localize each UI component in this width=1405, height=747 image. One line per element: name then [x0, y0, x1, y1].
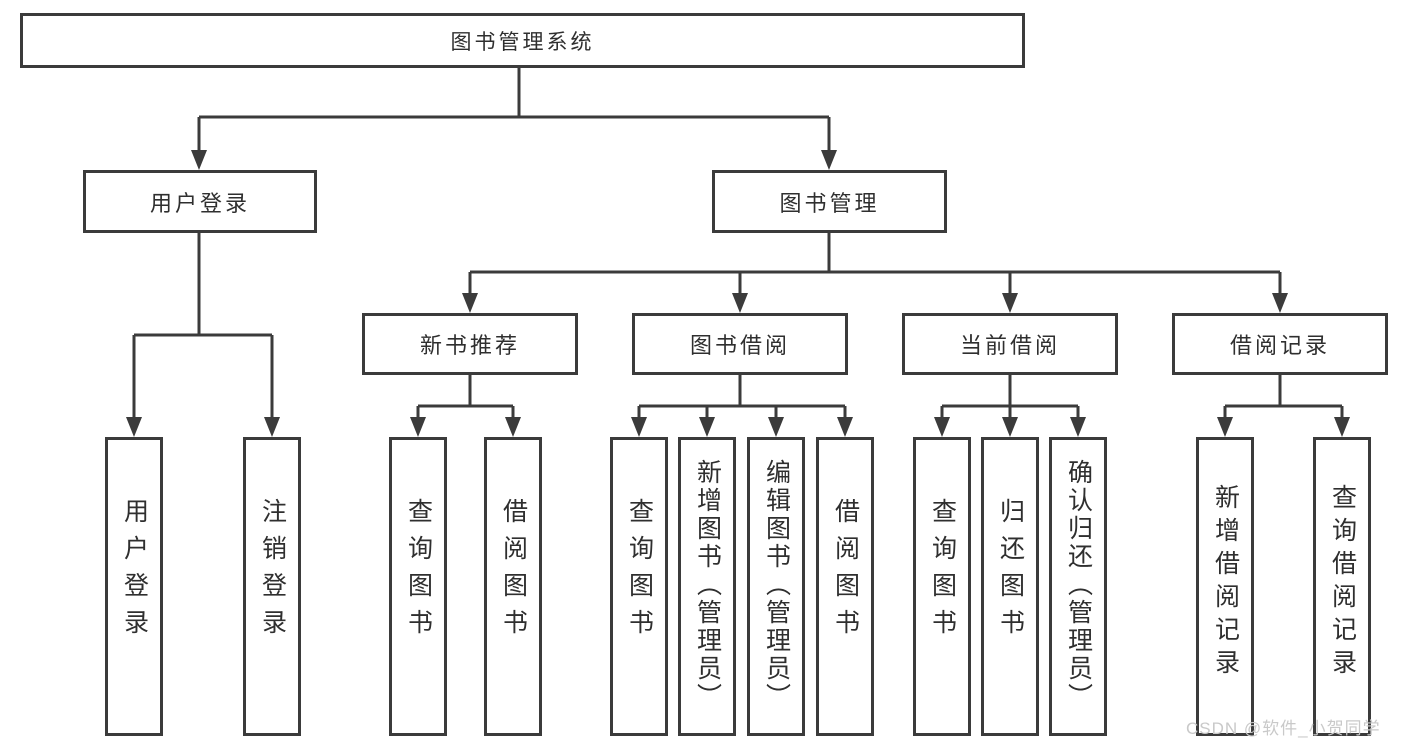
arrowhead-icon: [126, 417, 142, 437]
arrowhead-icon: [1070, 417, 1086, 437]
node-leaf-edit-books-admin: 编辑图书（管理员）: [747, 437, 805, 736]
node-borrowing-records-label: 借阅记录: [1229, 333, 1330, 358]
node-leaf-user-login: 用户登录: [105, 437, 163, 736]
node-leaf-query-borrow-record: 查询借阅记录: [1313, 437, 1371, 736]
node-leaf-query-books-2: 查询图书: [610, 437, 668, 736]
arrowhead-icon: [410, 417, 426, 437]
node-leaf-confirm-return-admin: 确认归还（管理员）: [1049, 437, 1107, 736]
node-leaf-return-books: 归还图书: [981, 437, 1039, 736]
node-leaf-add-borrow-record-label: 新增借阅记录: [1211, 483, 1240, 682]
arrowhead-icon: [1002, 417, 1018, 437]
node-leaf-query-books-1-label: 查询图书: [404, 497, 433, 646]
arrowhead-icon: [934, 417, 950, 437]
node-leaf-query-books-3-label: 查询图书: [928, 497, 957, 646]
connector-book-borrowing-group: [631, 375, 853, 437]
node-leaf-confirm-return-admin-label: 确认归还（管理员）: [1064, 459, 1093, 711]
connector-book-management-to-level3: [462, 233, 1288, 313]
node-user-login: 用户登录: [83, 170, 317, 233]
node-leaf-borrow-books-1: 借阅图书: [484, 437, 542, 736]
arrowhead-icon: [1334, 417, 1350, 437]
node-leaf-query-borrow-record-label: 查询借阅记录: [1328, 483, 1357, 682]
node-book-management-label: 图书管理: [779, 190, 880, 216]
node-leaf-return-books-label: 归还图书: [996, 497, 1025, 646]
arrowhead-icon: [699, 417, 715, 437]
connector-current-borrowing-group: [934, 375, 1086, 437]
node-leaf-borrow-books-2: 借阅图书: [816, 437, 874, 736]
arrowhead-icon: [1002, 293, 1018, 313]
connector-borrowing-records-group: [1217, 375, 1350, 437]
arrowhead-icon: [264, 417, 280, 437]
arrowhead-icon: [821, 150, 837, 170]
node-book-borrowing: 图书借阅: [632, 313, 848, 375]
arrowhead-icon: [462, 293, 478, 313]
arrowhead-icon: [505, 417, 521, 437]
node-leaf-add-borrow-record: 新增借阅记录: [1196, 437, 1254, 736]
node-book-management: 图书管理: [712, 170, 947, 233]
node-leaf-query-books-3: 查询图书: [913, 437, 971, 736]
node-leaf-logout-label: 注销登录: [258, 497, 287, 646]
node-new-book-recommend: 新书推荐: [362, 313, 578, 375]
node-leaf-add-books-admin-label: 新增图书（管理员）: [693, 459, 722, 711]
node-leaf-logout: 注销登录: [243, 437, 301, 736]
arrowhead-icon: [1217, 417, 1233, 437]
node-current-borrowing-label: 当前借阅: [959, 333, 1060, 358]
watermark: CSDN @软件_小贺同学: [1186, 719, 1381, 738]
node-leaf-user-login-label: 用户登录: [120, 497, 149, 646]
node-leaf-add-books-admin: 新增图书（管理员）: [678, 437, 736, 736]
node-leaf-query-books-2-label: 查询图书: [625, 497, 654, 646]
node-leaf-edit-books-admin-label: 编辑图书（管理员）: [762, 459, 791, 711]
node-leaf-borrow-books-1-label: 借阅图书: [499, 497, 528, 646]
connector-new-book-recommend-group: [410, 375, 521, 437]
node-root-label: 图书管理系统: [450, 30, 595, 54]
node-leaf-query-books-1: 查询图书: [389, 437, 447, 736]
node-new-book-recommend-label: 新书推荐: [419, 333, 520, 358]
connector-root-to-level2: [191, 68, 837, 170]
arrowhead-icon: [631, 417, 647, 437]
node-leaf-borrow-books-2-label: 借阅图书: [831, 497, 860, 646]
node-user-login-label: 用户登录: [149, 190, 250, 216]
arrowhead-icon: [837, 417, 853, 437]
connector-user-login-group: [126, 233, 280, 437]
arrowhead-icon: [1272, 293, 1288, 313]
arrowhead-icon: [732, 293, 748, 313]
node-root: 图书管理系统: [20, 13, 1025, 68]
arrowhead-icon: [191, 150, 207, 170]
node-book-borrowing-label: 图书借阅: [689, 333, 790, 358]
arrowhead-icon: [768, 417, 784, 437]
node-borrowing-records: 借阅记录: [1172, 313, 1388, 375]
node-current-borrowing: 当前借阅: [902, 313, 1118, 375]
